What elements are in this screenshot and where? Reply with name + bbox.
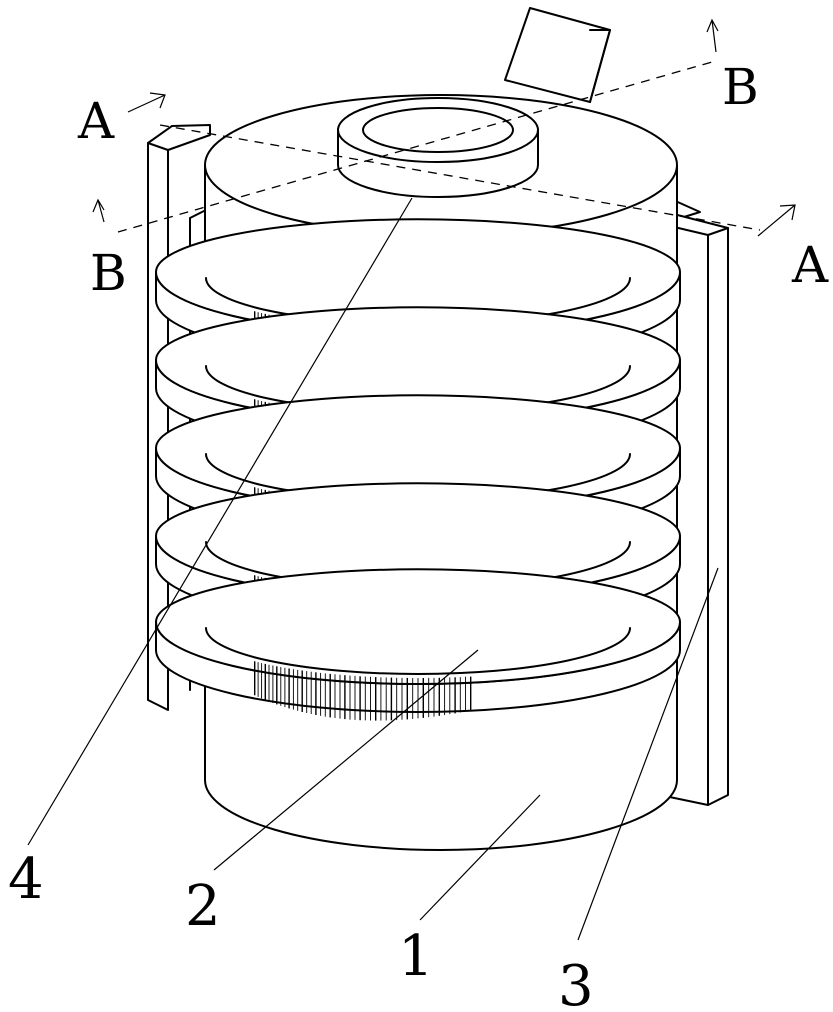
helical-coil-part-2 — [156, 219, 680, 720]
part-label-4: 4 — [8, 847, 44, 912]
part-label-2: 2 — [185, 874, 221, 939]
section-mark-b-left: B — [90, 244, 127, 302]
section-mark-a-right: A — [791, 236, 829, 294]
section-mark-a-left: A — [77, 92, 115, 150]
top-hub-part-4 — [338, 98, 538, 197]
part-label-3: 3 — [558, 954, 594, 1012]
section-mark-b-right: B — [722, 58, 759, 116]
top-block — [505, 8, 610, 102]
part-label-1: 1 — [398, 924, 434, 989]
